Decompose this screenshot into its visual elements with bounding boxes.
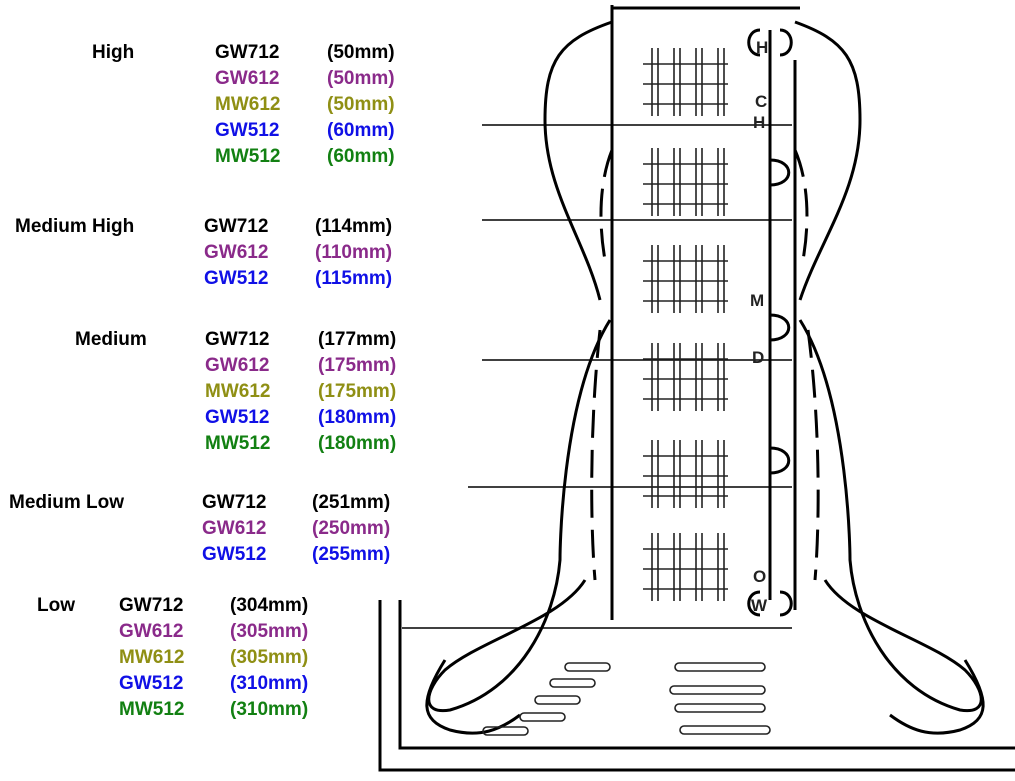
model-name: GW712 <box>205 329 270 350</box>
model-name: MW612 <box>119 647 185 668</box>
letter-m: M <box>750 291 764 310</box>
model-name: GW512 <box>202 544 267 565</box>
base-slot <box>482 726 529 736</box>
gauge-column <box>610 5 800 620</box>
model-name: MW512 <box>119 699 185 720</box>
model-name: GW512 <box>215 120 280 141</box>
model-name: GW712 <box>215 42 280 63</box>
letter-o: O <box>753 567 766 586</box>
height-value: (60mm) <box>327 120 395 141</box>
setting-label: Medium Low <box>9 492 125 513</box>
model-name: MW612 <box>215 94 281 115</box>
height-value: (60mm) <box>327 146 395 167</box>
setting-label: High <box>92 42 135 63</box>
setting-medium-high: Medium High GW712 (114mm) GW612 (110mm) GW51… <box>0 214 430 294</box>
base-slot <box>669 685 766 695</box>
height-value: (115mm) <box>315 268 393 289</box>
height-value: (175mm) <box>318 381 397 402</box>
letter-h-top: H <box>756 38 768 57</box>
model-name: GW512 <box>205 407 270 428</box>
height-value: (304mm) <box>230 595 309 616</box>
base-slot <box>679 725 771 735</box>
height-value: (250mm) <box>312 518 391 539</box>
height-value: (50mm) <box>327 42 395 63</box>
model-name: GW512 <box>204 268 269 289</box>
setting-low: Low GW712 (304mm) GW612 (305mm) MW612 (305mm)… <box>0 593 430 733</box>
setting-high: High GW712 (50mm) GW612 (50mm) MW612 (50mm) GW… <box>0 40 430 180</box>
model-name: GW712 <box>202 492 267 513</box>
model-name: GW612 <box>204 242 269 263</box>
height-value: (255mm) <box>312 544 391 565</box>
base-slot <box>674 662 766 672</box>
height-value: (114mm) <box>315 216 393 237</box>
rung-block <box>643 440 728 508</box>
letter-c: C <box>755 92 767 111</box>
base-slot <box>564 662 611 672</box>
gauge-letters: H C H M D O W <box>750 38 768 615</box>
model-name: GW612 <box>205 355 270 376</box>
height-value: (110mm) <box>315 242 393 263</box>
letter-d: D <box>752 348 764 367</box>
base-slot <box>534 695 581 705</box>
gauge-base <box>378 600 1015 772</box>
letter-w: W <box>751 596 768 615</box>
height-value: (305mm) <box>230 621 309 642</box>
height-value: (180mm) <box>318 407 397 428</box>
model-name: MW612 <box>205 381 271 402</box>
height-value: (50mm) <box>327 94 395 115</box>
setting-medium: Medium GW712 (177mm) GW612 (175mm) MW612 (175… <box>0 327 430 467</box>
letter-h: H <box>753 113 765 132</box>
model-name: GW712 <box>204 216 269 237</box>
height-value: (177mm) <box>318 329 397 350</box>
model-name: MW512 <box>205 433 271 454</box>
model-name: GW612 <box>215 68 280 89</box>
setting-medium-low: Medium Low GW712 (251mm) GW612 (250mm) GW512… <box>0 490 430 570</box>
model-name: GW712 <box>119 595 184 616</box>
height-value: (175mm) <box>318 355 397 376</box>
setting-label: Low <box>37 595 75 616</box>
rung-block <box>643 533 728 601</box>
base-slot <box>674 703 766 713</box>
height-value: (251mm) <box>312 492 391 513</box>
height-value: (305mm) <box>230 647 309 668</box>
rung-blocks <box>643 48 728 601</box>
base-slot <box>549 678 596 688</box>
base-slot <box>519 712 566 722</box>
model-name: GW612 <box>202 518 267 539</box>
rung-block <box>643 148 728 216</box>
model-name: GW512 <box>119 673 184 694</box>
gauge-silhouette <box>425 20 985 735</box>
setting-label: Medium High <box>15 216 135 237</box>
base-slots <box>482 662 771 736</box>
model-name: GW612 <box>119 621 184 642</box>
height-value: (180mm) <box>318 433 397 454</box>
height-value: (50mm) <box>327 68 395 89</box>
rung-block <box>643 245 728 313</box>
level-lines <box>402 124 792 629</box>
rung-block <box>643 48 728 116</box>
model-name: MW512 <box>215 146 281 167</box>
height-value: (310mm) <box>230 699 309 720</box>
height-value: (310mm) <box>230 673 309 694</box>
setting-label: Medium <box>75 329 147 350</box>
flare-guides <box>590 149 820 581</box>
rung-block <box>643 343 728 411</box>
